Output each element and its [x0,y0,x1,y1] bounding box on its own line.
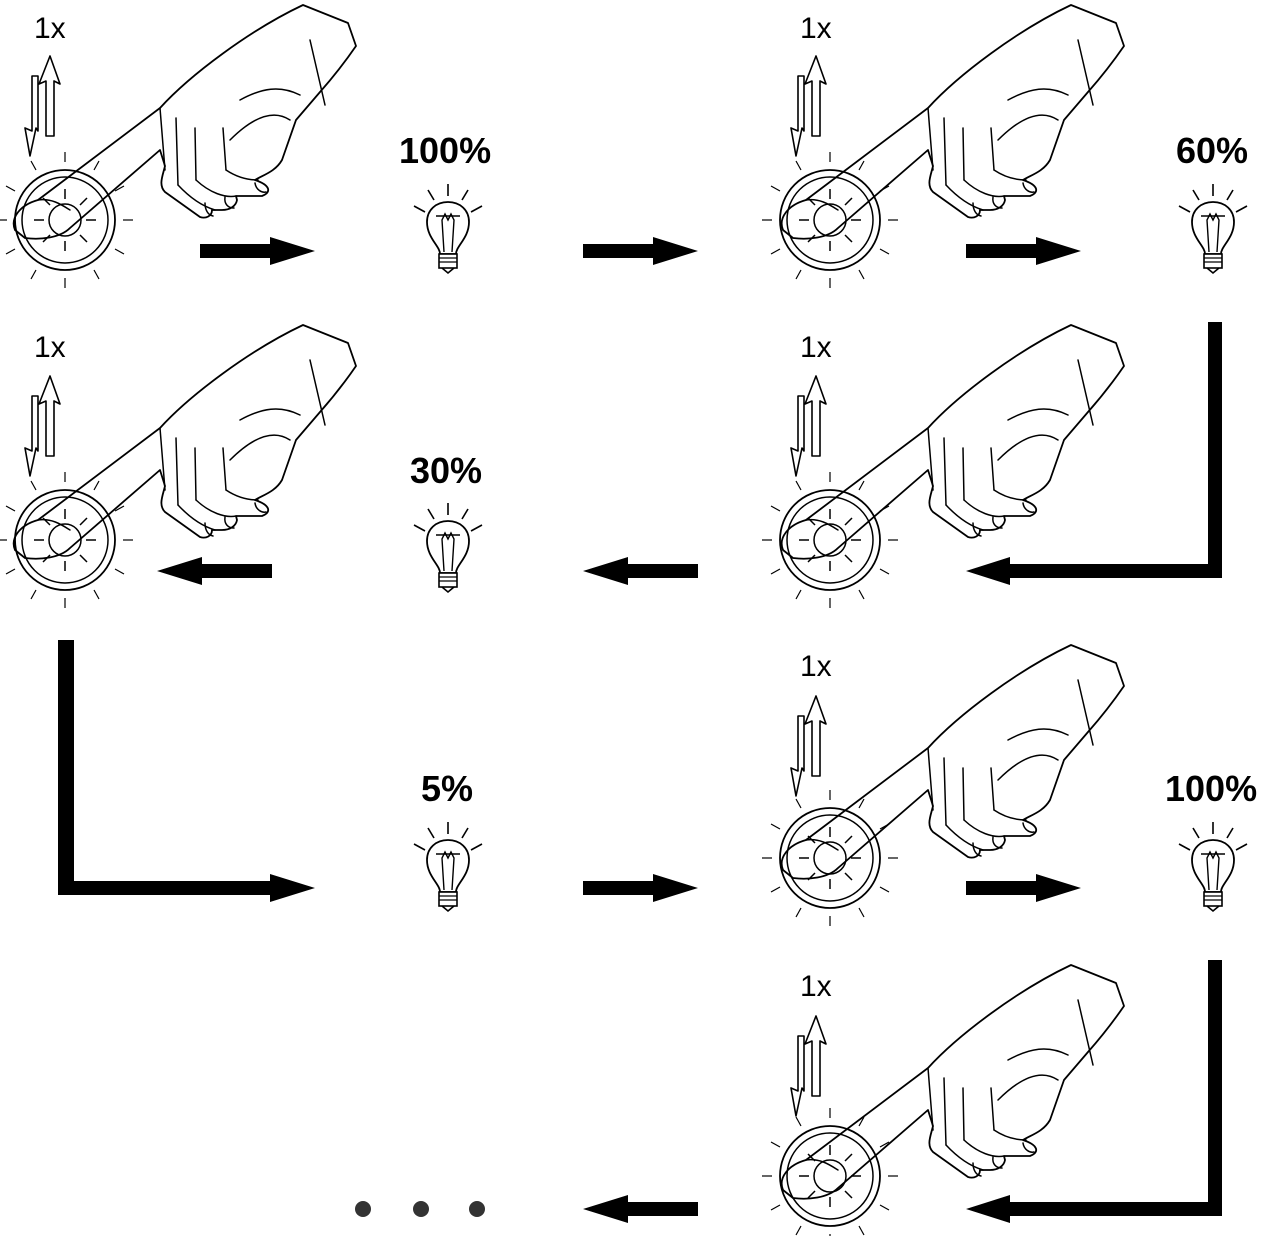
flow-arrow-right [583,237,698,265]
flow-arrow-left [583,1195,698,1223]
flow-arrow-right [583,874,698,902]
hand-pressing-icon [780,644,1125,880]
hand-pressing-icon [780,964,1125,1200]
step-5-press [761,644,1125,927]
press-release-arrows-icon [790,375,827,477]
flow-arrow-left [583,557,698,585]
flow-arrow-left [157,557,272,585]
press-count-label: 1x [34,12,66,45]
brightness-level-label: 5% [421,768,474,809]
light-bulb-icon [413,821,483,912]
step-1-press [0,4,357,289]
brightness-level-label: 100% [399,130,492,171]
flow-arrow-right [200,237,315,265]
light-bulb-icon [413,502,483,593]
flow-arrow-right [966,874,1081,902]
ellipsis-dot [413,1201,429,1217]
press-release-arrows-icon [24,375,61,477]
press-release-arrows-icon [790,695,827,797]
light-bulb-icon [1178,183,1248,274]
light-bulb-icon [413,183,483,274]
press-release-arrows-icon [790,1015,827,1117]
flow-arrow-elbow-right [58,640,315,902]
press-count-label: 1x [800,331,832,364]
brightness-level-label: 60% [1176,130,1249,171]
step-6-press [761,964,1125,1236]
ellipsis-dot [469,1201,485,1217]
press-release-arrows-icon [24,55,61,157]
brightness-level-label: 30% [410,450,483,491]
flow-arrow-right [966,237,1081,265]
press-count-label: 1x [800,970,832,1003]
light-bulb-icon [1178,821,1248,912]
press-count-label: 1x [34,331,66,364]
press-count-label: 1x [800,12,832,45]
press-release-arrows-icon [790,55,827,157]
step-2-press [761,4,1125,289]
brightness-level-label: 100% [1165,768,1258,809]
ellipsis-dot [355,1201,371,1217]
continuation-ellipsis [355,1201,485,1217]
press-count-label: 1x [800,650,832,683]
